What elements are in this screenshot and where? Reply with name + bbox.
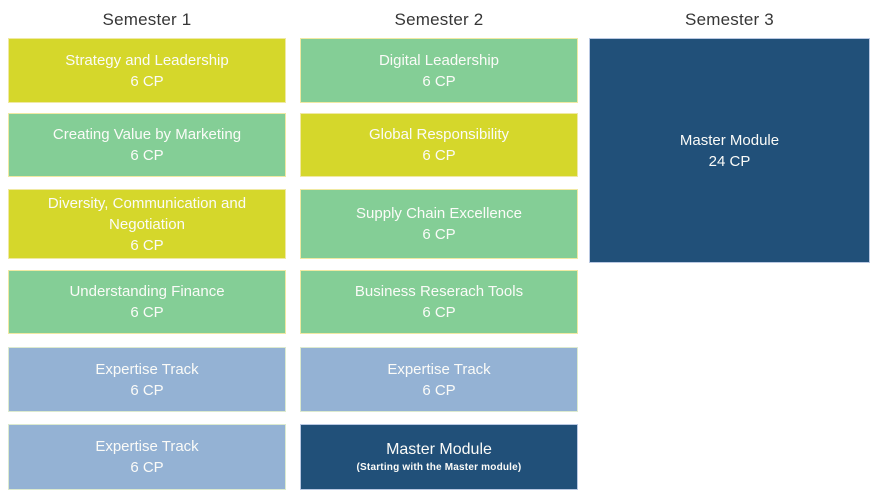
module-credits: 6 CP xyxy=(130,147,164,164)
module-credits: 6 CP xyxy=(130,459,164,476)
module-box: Digital Leadership 6 CP xyxy=(300,38,578,103)
module-title: Diversity, Communication and Negotiation xyxy=(47,194,247,233)
module-credits: 6 CP xyxy=(422,226,456,243)
module-box: Business Reserach Tools 6 CP xyxy=(300,270,578,334)
module-box: Understanding Finance 6 CP xyxy=(8,270,286,334)
module-box: Master Module (Starting with the Master m… xyxy=(300,424,578,490)
module-title: Creating Value by Marketing xyxy=(52,126,242,143)
module-credits: 6 CP xyxy=(422,304,456,321)
module-credits: 6 CP xyxy=(422,72,456,90)
module-title: Expertise Track xyxy=(95,360,199,378)
module-title: Master Module xyxy=(386,441,492,458)
module-credits: 6 CP xyxy=(130,381,164,399)
module-credits: 6 CP xyxy=(130,304,164,321)
module-title: Supply Chain Excellence xyxy=(356,205,522,222)
module-box: Expertise Track 6 CP xyxy=(300,347,578,412)
module-title: Global Responsibility xyxy=(368,126,510,143)
module-title: Business Reserach Tools xyxy=(354,283,524,300)
semester-header: Semester 3 xyxy=(685,10,774,29)
module-box: Creating Value by Marketing 6 CP xyxy=(8,113,286,177)
module-title: Expertise Track xyxy=(387,360,491,378)
module-credits: 6 CP xyxy=(422,147,456,164)
module-credits: 6 CP xyxy=(130,72,164,90)
module-box: Expertise Track 6 CP xyxy=(8,424,286,490)
module-title: Digital Leadership xyxy=(378,51,500,69)
module-title: Strategy and Leadership xyxy=(65,51,229,69)
module-box: Diversity, Communication and Negotiation… xyxy=(8,189,286,259)
module-title: Expertise Track xyxy=(95,438,199,455)
module-title: Understanding Finance xyxy=(69,283,225,300)
module-subtitle: (Starting with the Master module) xyxy=(356,462,522,473)
module-box: Expertise Track 6 CP xyxy=(8,347,286,412)
module-box: Supply Chain Excellence 6 CP xyxy=(300,189,578,259)
module-box: Strategy and Leadership 6 CP xyxy=(8,38,286,103)
module-title: Master Module xyxy=(679,131,780,149)
module-credits: 6 CP xyxy=(422,381,456,399)
semester-header: Semester 1 xyxy=(102,10,192,29)
module-credits: 6 CP xyxy=(130,236,164,254)
semester-header: Semester 2 xyxy=(394,10,484,29)
module-credits: 24 CP xyxy=(708,152,751,170)
module-box: Master Module 24 CP xyxy=(589,38,870,263)
module-box: Global Responsibility 6 CP xyxy=(300,113,578,177)
